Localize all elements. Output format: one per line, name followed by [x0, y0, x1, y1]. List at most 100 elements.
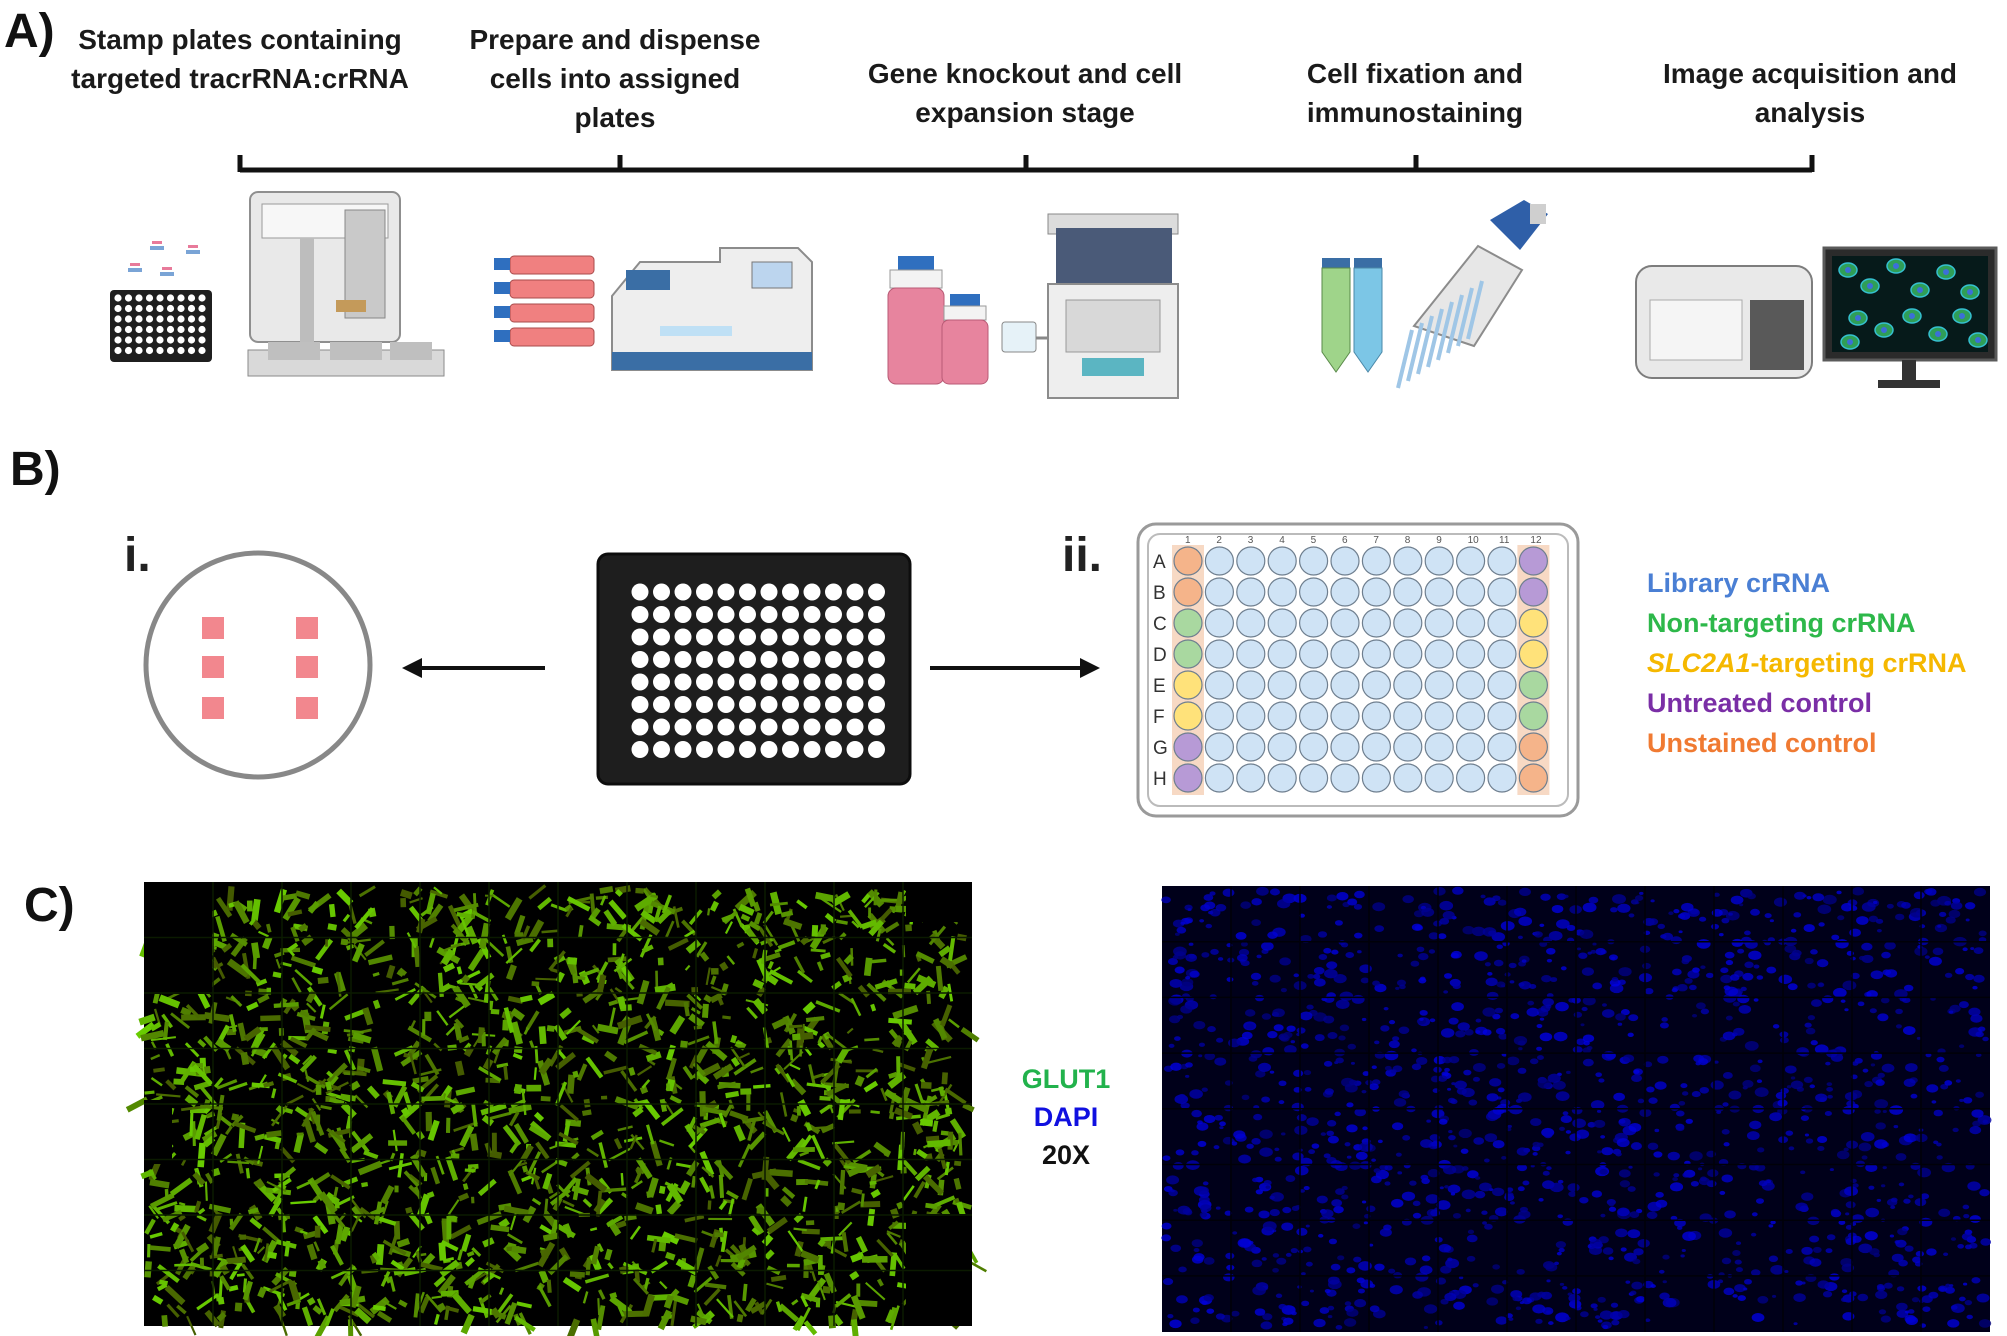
dapi-nucleus [1516, 1164, 1528, 1172]
dapi-nucleus [1628, 1165, 1633, 1169]
dapi-nucleus [1522, 1180, 1530, 1186]
glut1-signal [785, 1072, 796, 1088]
glut1-signal [226, 1256, 246, 1265]
glut1-signal [328, 993, 349, 1011]
plate-well [868, 673, 885, 691]
glut1-signal [312, 1029, 329, 1042]
dapi-nucleus [1388, 1040, 1400, 1049]
plate-well [846, 606, 864, 623]
glut1-signal [921, 1099, 930, 1105]
dapi-nucleus [1950, 1305, 1958, 1310]
glut1-signal [565, 907, 573, 918]
dapi-nucleus [1880, 1315, 1891, 1323]
arrow-to-circle [402, 658, 545, 678]
glut1-signal [886, 1232, 898, 1246]
glut1-signal [504, 897, 523, 921]
dapi-nucleus [1366, 1205, 1376, 1213]
glut1-signal [738, 903, 755, 916]
glut1-signal [257, 993, 270, 1004]
dapi-nucleus [1975, 1091, 1985, 1098]
dapi-nucleus [1898, 1182, 1905, 1187]
glut1-signal [838, 991, 856, 1005]
glut1-signal [429, 936, 435, 948]
dapi-nucleus [1587, 1121, 1596, 1128]
dapi-nucleus [1628, 1122, 1642, 1132]
dapi-nucleus [1659, 1022, 1669, 1029]
plate-map-well [1361, 546, 1392, 576]
plate-map-col-label: 11 [1499, 535, 1510, 546]
glut1-signal [275, 958, 281, 969]
dapi-nucleus [1384, 1164, 1393, 1171]
dapi-nucleus [1849, 905, 1858, 911]
dapi-nucleus [1611, 1319, 1620, 1326]
glut1-signal [616, 1014, 643, 1030]
glut1-signal [413, 945, 421, 968]
small-plate-well [145, 336, 154, 344]
glut1-signal [390, 1259, 405, 1271]
dapi-nucleus [1792, 949, 1802, 957]
glut1-signal [666, 1157, 673, 1170]
dapi-nucleus [1842, 980, 1857, 991]
plate-map-well [1204, 639, 1235, 669]
glut1-signal [549, 1188, 571, 1206]
dapi-nucleus [1262, 1313, 1273, 1321]
glut1-signal [654, 983, 676, 994]
dapi-nucleus [1199, 919, 1205, 923]
dapi-nucleus [1226, 977, 1234, 982]
dapi-nucleus [1837, 915, 1845, 921]
glut1-signal [176, 1304, 187, 1315]
dapi-nucleus [1361, 1017, 1367, 1022]
dapi-nucleus [1858, 955, 1866, 961]
dapi-nucleus [1971, 1277, 1981, 1284]
dapi-nucleus [1754, 1087, 1769, 1098]
dapi-nucleus [1874, 1099, 1889, 1109]
dapi-nucleus [1269, 1195, 1275, 1200]
glut1-signal [565, 1318, 581, 1336]
dapi-nucleus [1272, 1267, 1279, 1273]
dapi-nucleus [1185, 1074, 1190, 1078]
glut1-signal [491, 893, 511, 908]
glut1-signal [666, 1182, 684, 1205]
dapi-nucleus [1435, 1320, 1443, 1326]
dapi-nucleus [1842, 1106, 1855, 1115]
glut1-signal [796, 1178, 808, 1186]
glut1-signal [514, 932, 524, 938]
plate-well [782, 628, 799, 646]
glut1-signal [865, 1164, 882, 1179]
glut1-signal [420, 905, 434, 917]
glut1-signal [703, 1287, 721, 1306]
glut1-signal [938, 1086, 945, 1097]
glut1-signal [311, 966, 324, 975]
plate-well [674, 741, 692, 758]
glut1-signal [800, 1292, 819, 1303]
glut1-signal [711, 968, 719, 975]
glut1-signal [149, 1179, 170, 1189]
glut1-signal [212, 956, 226, 980]
dapi-nucleus [1484, 1223, 1493, 1230]
glut1-signal [735, 1041, 743, 1045]
glut1-signal [547, 938, 554, 948]
glut1-signal [456, 966, 463, 975]
glut1-signal [947, 936, 956, 962]
dapi-nucleus [1254, 1308, 1266, 1316]
dapi-nucleus [1889, 1105, 1904, 1115]
glut1-signal [775, 1301, 783, 1313]
plate-map-well [1204, 577, 1235, 607]
dapi-nucleus [1222, 888, 1235, 897]
dapi-nucleus [1793, 912, 1802, 918]
dapi-nucleus [1968, 1007, 1981, 1017]
glut1-signal [467, 1163, 479, 1170]
glut1-signal [850, 1319, 859, 1336]
glut1-signal [218, 1277, 223, 1302]
plate-well [782, 673, 799, 691]
glut1-signal [343, 1072, 355, 1076]
glut1-signal [803, 1320, 818, 1336]
dapi-nucleus [1263, 1179, 1272, 1186]
glut1-signal [757, 1111, 777, 1132]
glut1-signal [226, 958, 250, 978]
dapi-nucleus [1527, 1000, 1535, 1006]
glut1-signal [874, 978, 898, 990]
dapi-nucleus [1698, 1177, 1710, 1186]
dapi-nucleus [1388, 1019, 1396, 1025]
dapi-nucleus [1556, 893, 1567, 900]
